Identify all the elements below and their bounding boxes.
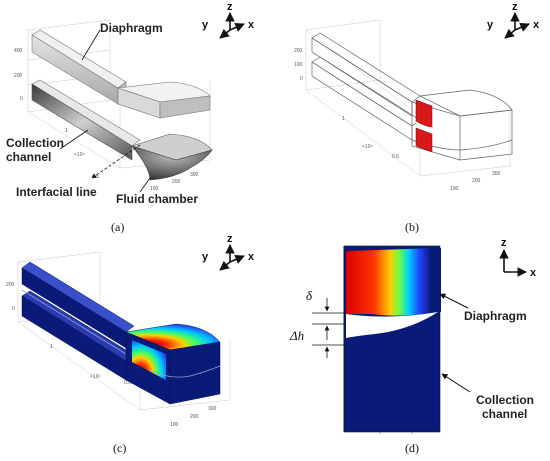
tick-label: 0 bbox=[12, 306, 15, 312]
tick-label: 300 bbox=[492, 171, 501, 177]
axes-3d-c: z x y bbox=[202, 233, 255, 271]
diaphragm-region bbox=[346, 248, 438, 316]
tick-label: 1 bbox=[65, 128, 68, 134]
scale-label: ×10⁴ bbox=[362, 144, 373, 150]
tick-label: 300 bbox=[190, 172, 199, 178]
caption-d: (d) bbox=[405, 441, 419, 455]
axis-z-label: z bbox=[512, 1, 518, 13]
tick-label: 200 bbox=[472, 178, 481, 184]
scale-label: ×10⁴ bbox=[90, 374, 101, 380]
axis-z-label: z bbox=[227, 233, 233, 245]
dimension-markers bbox=[312, 298, 344, 358]
tick-label: 200 bbox=[294, 48, 303, 54]
tick-label: 100 bbox=[294, 62, 303, 68]
wireframe-model bbox=[311, 32, 513, 161]
tick-label: 0.5 bbox=[124, 380, 131, 386]
collection-leader bbox=[59, 129, 89, 150]
channel-label-d: channel bbox=[482, 407, 527, 421]
panel-b-grid bbox=[305, 19, 511, 177]
channel-label: channel bbox=[6, 150, 51, 164]
tick-label: 300 bbox=[208, 406, 217, 412]
interfacial-line-label: Interfacial line bbox=[16, 185, 97, 199]
panel-c-ticks: 200 0 1 0.5 100 200 300 ×10⁴ bbox=[6, 282, 217, 428]
panel-d: δ Δh Diaphragm Collection channel z x (d… bbox=[289, 237, 537, 455]
heatmap-model bbox=[21, 261, 221, 405]
delta-label: δ bbox=[306, 288, 313, 303]
axis-y-label: y bbox=[202, 251, 209, 263]
tick-label: 400 bbox=[14, 48, 23, 54]
delta-h-label: Δh bbox=[289, 328, 304, 343]
axis-y-label: y bbox=[202, 19, 209, 31]
axis-z-label: z bbox=[227, 1, 233, 13]
axis-x-label: x bbox=[533, 19, 540, 31]
diaphragm-leader bbox=[81, 29, 101, 61]
tick-label: 100 bbox=[150, 186, 159, 192]
collection-label: Collection bbox=[6, 136, 64, 150]
tick-label: 0 bbox=[300, 76, 303, 82]
tick-label: 0.5 bbox=[392, 154, 399, 160]
axes-3d-b: z x y bbox=[487, 1, 540, 39]
diaphragm-arrow bbox=[439, 293, 469, 309]
axes-3d-a: z x y bbox=[202, 1, 255, 39]
interface-highlight bbox=[415, 99, 433, 153]
bottom-ticks bbox=[379, 432, 413, 434]
gap-region bbox=[346, 312, 438, 338]
panel-c: 200 0 1 0.5 100 200 300 ×10⁴ bbox=[6, 233, 255, 455]
fluid-chamber-leader bbox=[139, 177, 151, 193]
axis-z-label: z bbox=[501, 237, 507, 249]
collection-channel-3d bbox=[31, 79, 213, 181]
tick-label: 100 bbox=[170, 422, 179, 428]
caption-b: (b) bbox=[405, 220, 419, 234]
axis-x-label: x bbox=[248, 251, 255, 263]
tick-label: 200 bbox=[190, 414, 199, 420]
collection-label-d: Collection bbox=[476, 393, 534, 407]
tick-label: 100 bbox=[450, 186, 459, 192]
tick-label: 200 bbox=[6, 282, 15, 288]
axis-x-label: x bbox=[530, 267, 537, 279]
tick-label: 0 bbox=[20, 96, 23, 102]
fluid-chamber-label: Fluid chamber bbox=[116, 192, 198, 206]
tick-label: 200 bbox=[172, 179, 181, 185]
caption-c: (c) bbox=[113, 441, 126, 455]
tick-label: 1 bbox=[342, 116, 345, 122]
axes-2d-d: z x bbox=[499, 237, 537, 279]
panel-a: 400 200 0 1 0.5 100 200 300 ×10⁴ bbox=[6, 1, 255, 234]
tick-label: 200 bbox=[14, 73, 23, 79]
caption-a: (a) bbox=[111, 220, 124, 234]
axis-y-label: y bbox=[487, 19, 494, 31]
tick-label: 1 bbox=[50, 344, 53, 350]
collection-arrow bbox=[441, 373, 471, 393]
diaphragm-bar bbox=[31, 29, 211, 119]
panel-b-ticks: 200 100 0 1 0.5 100 200 300 ×10⁴ bbox=[294, 48, 501, 192]
scale-label: ×10⁴ bbox=[74, 152, 85, 158]
diaphragm-label: Diaphragm bbox=[100, 21, 163, 35]
diaphragm-label-d: Diaphragm bbox=[464, 309, 527, 323]
panel-b: 200 100 0 1 0.5 100 200 300 ×10⁴ bbox=[294, 1, 540, 234]
axis-x-label: x bbox=[248, 19, 255, 31]
